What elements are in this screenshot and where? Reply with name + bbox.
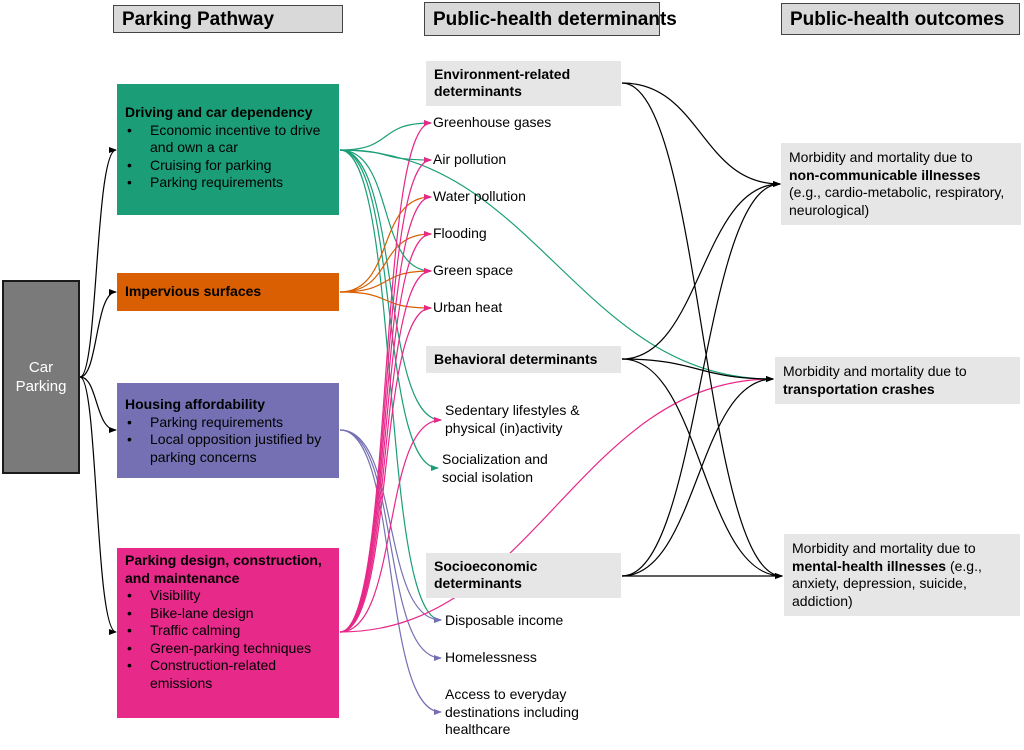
det-disposable-income: Disposable income xyxy=(445,612,564,628)
outcome-prefix: Morbidity and mortality due to xyxy=(789,149,973,165)
outcome-suffix: (e.g., anxiety, depression, suicide, add… xyxy=(792,557,982,609)
link-env-to-ncd xyxy=(621,82,781,187)
pathway-housing: Housing affordability Parking requiremen… xyxy=(117,383,339,478)
root-label-line2: Parking xyxy=(15,378,67,395)
det-greenhouse-gases: Greenhouse gases xyxy=(433,114,552,130)
det-flooding: Flooding xyxy=(433,225,487,241)
det-homelessness: Homelessness xyxy=(445,649,537,665)
det-access-destinations: Access to everyday destinations includin… xyxy=(445,686,579,737)
link-design-to-determinant xyxy=(339,231,432,633)
det-group-socioeconomic: Socioeconomic determinants xyxy=(426,553,621,598)
link-impervious-to-determinant xyxy=(339,231,432,293)
link-beh-to-ncd xyxy=(621,181,781,360)
pathway-impervious-title: Impervious surfaces xyxy=(125,283,262,299)
pathway-driving-title: Driving and car dependency xyxy=(125,104,313,120)
det-urban-heat: Urban heat xyxy=(433,299,503,315)
header-determinants: Public-health determinants xyxy=(424,2,677,36)
link-driving-to-determinant xyxy=(339,149,432,274)
link-soc-to-crash xyxy=(621,376,774,577)
pathway-driving-item: Cruising for parking xyxy=(125,157,331,175)
link-impervious-to-determinant xyxy=(339,194,432,293)
outcome-bold: non-communicable illnesses xyxy=(789,166,981,183)
header-outcomes: Public-health outcomes xyxy=(781,3,1020,35)
pathway-driving-item: Economic incentive to drive and own a ca… xyxy=(125,122,331,157)
outcome-transportation-crashes: Morbidity and mortality due to transport… xyxy=(775,357,1020,404)
link-root-to-impervious xyxy=(79,289,117,378)
outcome-prefix: Morbidity and mortality due to xyxy=(783,363,967,379)
link-design-to-determinant xyxy=(339,120,432,633)
det-group-environment: Environment-related determinants xyxy=(426,61,621,106)
link-driving-to-outcome xyxy=(339,149,774,382)
link-env-to-mental xyxy=(621,82,783,579)
det-air-pollution: Air pollution xyxy=(433,151,507,167)
det-socialization: Socialization and social isolation xyxy=(442,451,548,485)
pathway-design-item: Bike-lane design xyxy=(125,605,331,623)
det-green-space: Green space xyxy=(433,262,514,278)
link-driving-to-determinant xyxy=(339,120,432,151)
link-design-to-determinant xyxy=(339,417,442,633)
pathway-impervious: Impervious surfaces xyxy=(117,273,339,311)
det-sedentary: Sedentary lifestyles & physical (in)acti… xyxy=(445,402,580,436)
outcome-non-communicable: Morbidity and mortality due to non-commu… xyxy=(781,143,1021,225)
link-driving-to-determinant xyxy=(339,149,439,471)
pathway-driving: Driving and car dependency Economic ince… xyxy=(117,84,339,215)
link-soc-to-ncd xyxy=(621,181,781,577)
link-design-to-determinant xyxy=(339,157,432,633)
root-label-line1: Car xyxy=(28,359,54,376)
link-root-to-driving xyxy=(79,147,117,378)
link-beh-to-crash xyxy=(621,358,774,382)
pathway-housing-title: Housing affordability xyxy=(125,396,265,412)
outcome-prefix: Morbidity and mortality due to xyxy=(792,540,976,556)
pathway-driving-item: Parking requirements xyxy=(125,174,331,192)
pathway-housing-item: Local opposition justified by parking co… xyxy=(125,431,331,466)
pathway-design-item: Traffic calming xyxy=(125,622,331,640)
det-water-pollution: Water pollution xyxy=(433,188,526,204)
det-group-behavioral: Behavioral determinants xyxy=(426,346,621,373)
pathway-design: Parking design, construction, and mainte… xyxy=(117,548,339,718)
pathway-design-title: Parking design, construction, and mainte… xyxy=(125,552,322,586)
car-parking-node: Car Parking xyxy=(2,280,80,474)
header-parking-pathway: Parking Pathway xyxy=(113,5,343,33)
link-impervious-to-determinant xyxy=(339,268,432,293)
link-impervious-to-determinant xyxy=(339,291,432,311)
outcome-mental-health: Morbidity and mortality due to mental-he… xyxy=(784,534,1020,616)
link-driving-to-determinant xyxy=(339,149,442,423)
link-housing-to-determinant xyxy=(339,429,442,715)
outcome-bold: mental-health illnesses xyxy=(792,557,947,574)
pathway-design-item: Construction-related emissions xyxy=(125,657,331,692)
outcome-suffix: (e.g., cardio-metabolic, respiratory, ne… xyxy=(789,184,1005,218)
link-design-to-determinant xyxy=(339,268,432,633)
link-root-to-design xyxy=(79,376,117,635)
pathway-design-item: Visibility xyxy=(125,587,331,605)
link-housing-to-determinant xyxy=(339,429,442,661)
pathway-design-item: Green-parking techniques xyxy=(125,640,331,658)
link-design-to-determinant xyxy=(339,194,432,633)
link-root-to-housing xyxy=(79,376,117,433)
pathway-housing-item: Parking requirements xyxy=(125,414,331,432)
link-design-to-determinant xyxy=(339,305,432,633)
outcome-bold: transportation crashes xyxy=(783,380,935,397)
